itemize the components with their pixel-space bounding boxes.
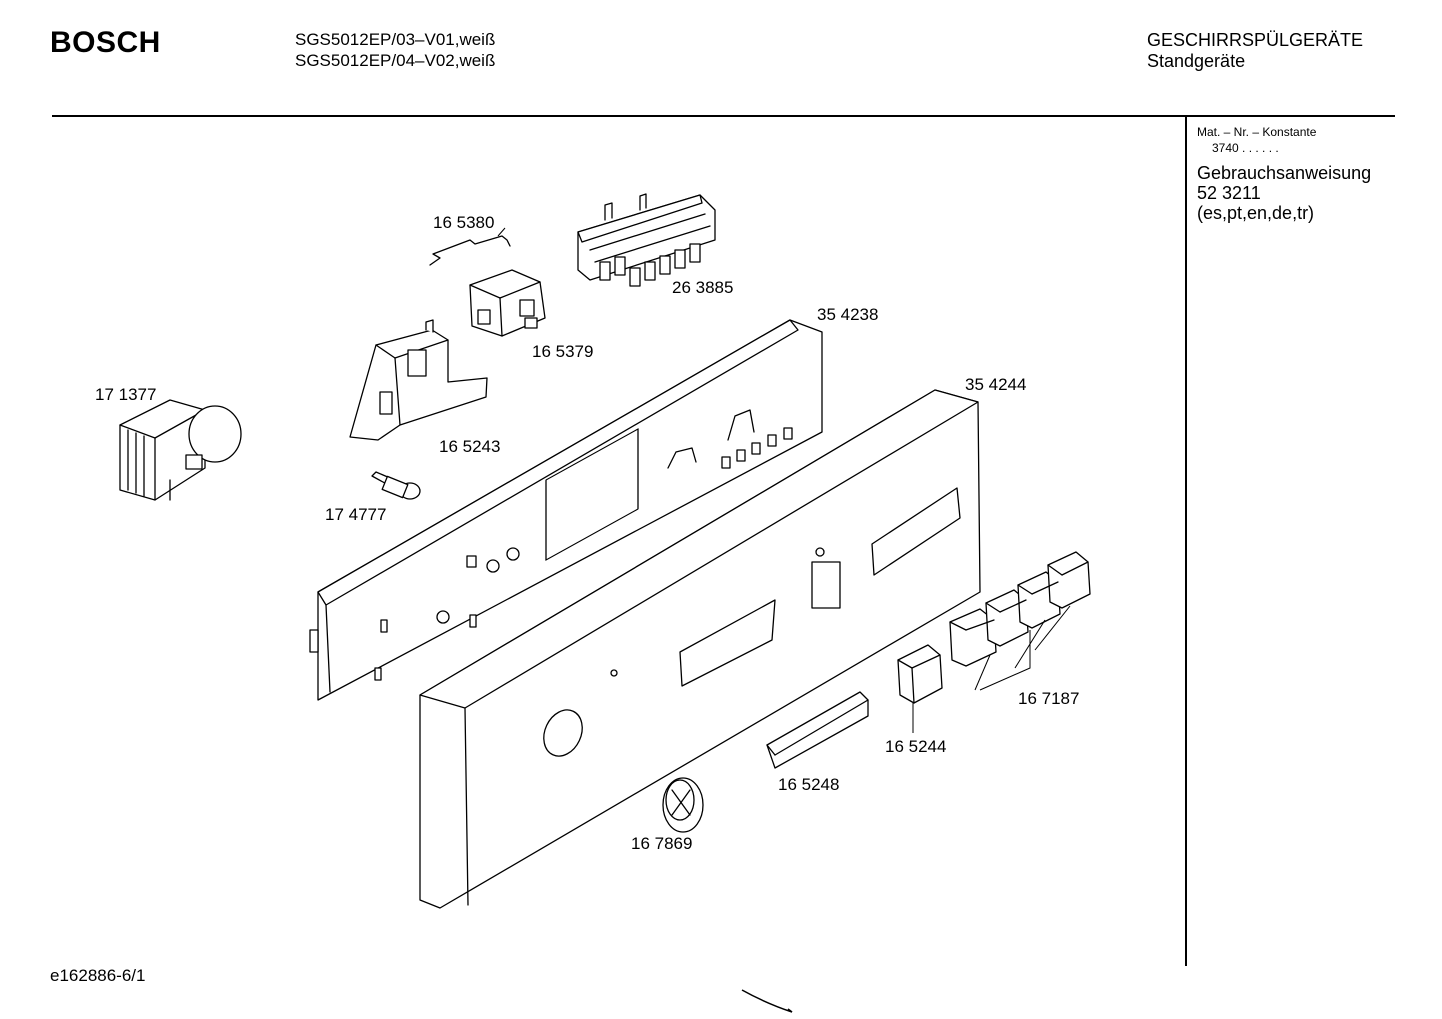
label-165379: 16 5379 [532, 342, 593, 361]
label-167869: 16 7869 [631, 834, 692, 853]
manual-languages: (es,pt,en,de,tr) [1197, 203, 1315, 223]
model-line-2: SGS5012EP/04–V02,weiß [295, 51, 496, 70]
leader-lines [497, 227, 1071, 733]
label-171377: 17 1377 [95, 385, 156, 404]
fold-mark [741, 989, 793, 1013]
mat-nr-label: Mat. – Nr. – Konstante [1197, 125, 1317, 139]
label-165243: 16 5243 [439, 437, 500, 456]
part-167187-button-row[interactable] [949, 551, 1091, 667]
label-167187: 16 7187 [1018, 689, 1079, 708]
fold-mark-tip [787, 1008, 793, 1013]
label-354238: 35 4238 [817, 305, 878, 324]
label-354244: 35 4244 [965, 375, 1026, 394]
part-171377-timer[interactable] [119, 399, 242, 501]
manual-title: Gebrauchsanweisung [1197, 163, 1372, 183]
part-165244-button[interactable] [897, 644, 943, 704]
label-165244: 16 5244 [885, 737, 946, 756]
label-174777: 17 4777 [325, 505, 386, 524]
part-165380-spring[interactable] [429, 235, 511, 266]
part-165243-bracket[interactable] [349, 319, 488, 441]
part-165379-switch[interactable] [469, 269, 546, 337]
document-id: e162886-6/1 [50, 966, 146, 985]
category-title: GESCHIRRSPÜLGERÄTE [1147, 30, 1364, 50]
mat-nr-value: 3740 . . . . . . [1212, 141, 1279, 155]
label-165248: 16 5248 [778, 775, 839, 794]
brand-logo: BOSCH [50, 26, 161, 59]
label-263885: 26 3885 [672, 278, 733, 297]
manual-number: 52 3211 [1197, 183, 1261, 203]
part-174777-lamp[interactable] [371, 471, 421, 500]
part-165248-strip[interactable] [766, 691, 869, 769]
model-line-1: SGS5012EP/03–V01,weiß [295, 30, 496, 49]
part-354244-front-panel[interactable] [419, 389, 981, 909]
part-354238-inner-panel[interactable] [309, 319, 823, 701]
subcategory-title: Standgeräte [1147, 51, 1246, 71]
part-167869-knob[interactable] [662, 777, 704, 833]
label-165380: 16 5380 [433, 213, 494, 232]
part-263885-switch-block[interactable] [577, 193, 716, 287]
